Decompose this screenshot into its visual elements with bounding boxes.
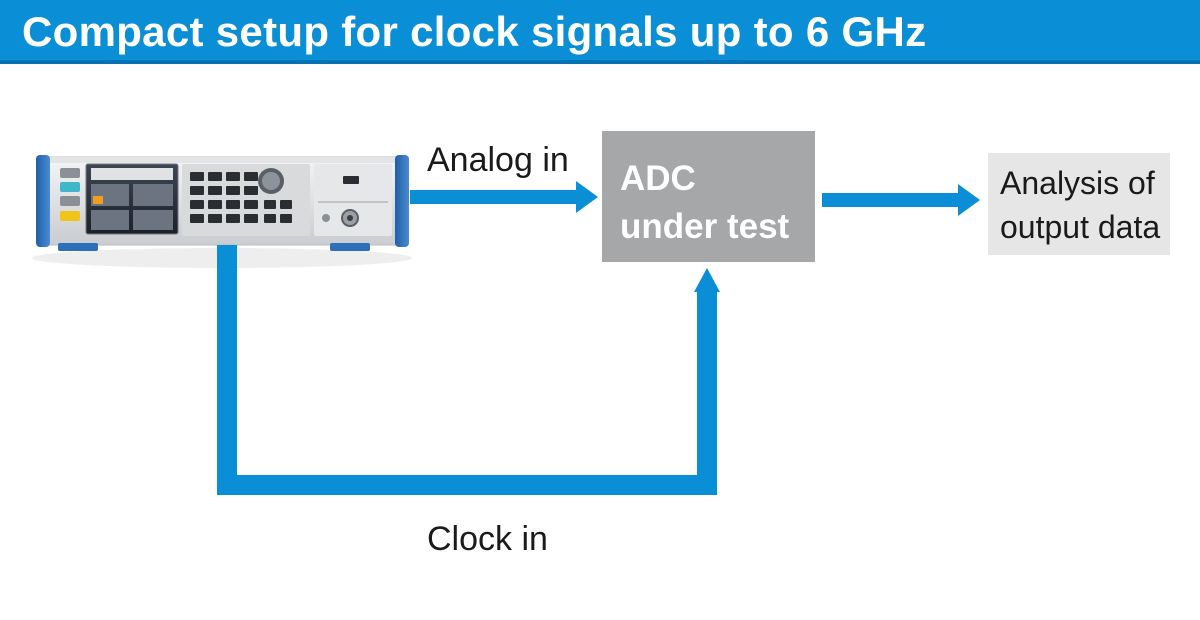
signal-generator-icon <box>32 155 412 268</box>
analysis-box-line-2: output data <box>1000 209 1161 245</box>
analysis-box-line-1: Analysis of <box>1000 165 1155 201</box>
page-title: Compact setup for clock signals up to 6 … <box>0 0 1200 64</box>
adc-box-line-1: ADC <box>620 159 696 198</box>
clock-in-label: Clock in <box>427 520 548 558</box>
adc-under-test-box: ADC under test <box>602 131 815 262</box>
analysis-box: Analysis of output data <box>988 153 1170 255</box>
adc-box-line-2: under test <box>620 207 790 246</box>
analog-in-arrow <box>410 181 598 213</box>
output-data-arrow <box>822 184 980 216</box>
analog-in-label: Analog in <box>427 141 569 179</box>
clock-in-arrow <box>217 245 720 495</box>
